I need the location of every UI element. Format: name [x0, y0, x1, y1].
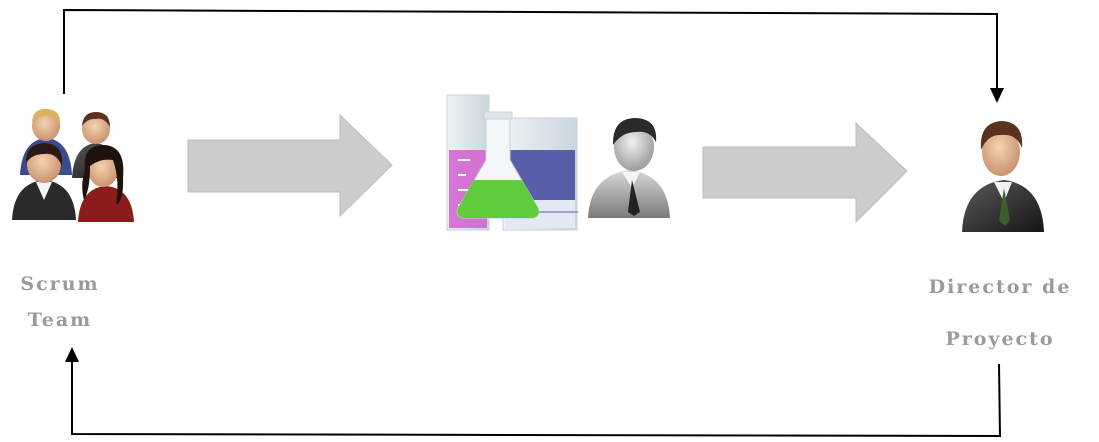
feedback-connector-top [63, 8, 998, 94]
label-line: Team [27, 309, 93, 331]
label-line: Director de [928, 276, 1072, 298]
label-line: Scrum [20, 273, 100, 295]
node-label-scrum-team: Scrum Team [2, 273, 118, 345]
connector-arrowhead-down [990, 88, 1004, 103]
tester-person-icon [588, 118, 670, 218]
feedback-connector-bottom [71, 359, 1002, 438]
team-icon [12, 108, 134, 222]
node-label-director: Director de Proyecto [915, 275, 1085, 379]
connector-arrowhead-up [65, 347, 79, 362]
lab-beakers-icon [446, 94, 578, 231]
label-line: Proyecto [945, 328, 1055, 350]
block-arrow-1 [187, 113, 393, 218]
manager-person-icon [962, 121, 1044, 232]
block-arrow-2 [702, 121, 908, 224]
